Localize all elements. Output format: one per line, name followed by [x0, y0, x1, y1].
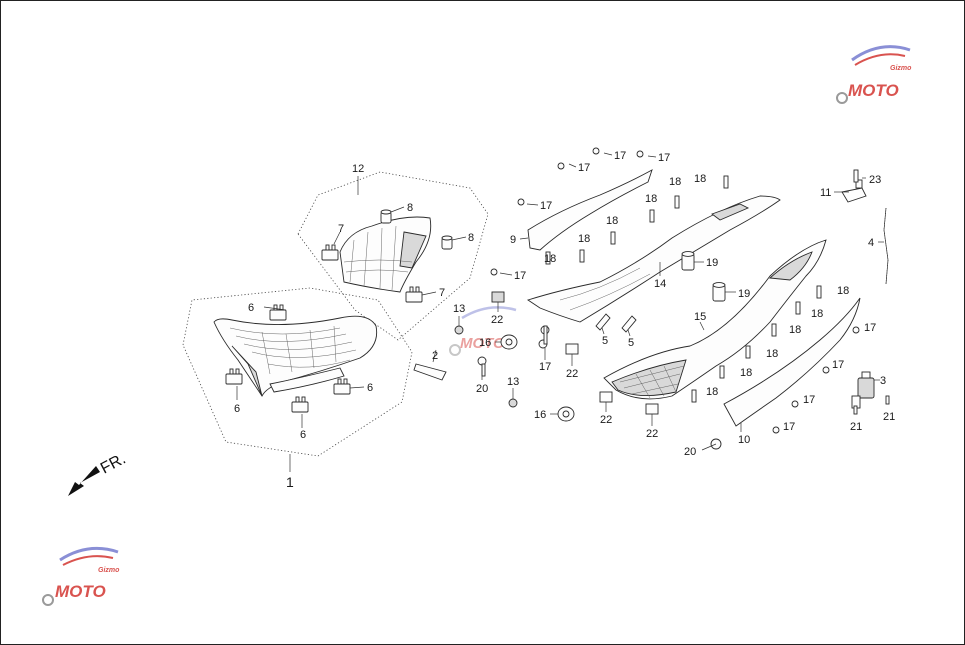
- callout-22: 22: [491, 314, 503, 326]
- callout-17: 17: [578, 162, 590, 174]
- seat-group-outline: [182, 287, 413, 457]
- callout-17: 17: [864, 322, 876, 334]
- callout-18: 18: [837, 285, 849, 297]
- callout-labels: 1 2 3 4 5 5 6 6 6 6 7 7 8 8 9 10 11 12 1…: [234, 150, 895, 490]
- under-seat-cover: [526, 195, 781, 323]
- seat-latch: [851, 371, 875, 409]
- bumper-6c: [291, 396, 309, 413]
- seat-lock-cable: [883, 207, 889, 285]
- callout-18: 18: [694, 173, 706, 185]
- side-molding: [723, 297, 861, 427]
- callout-22: 22: [566, 368, 578, 380]
- callout-5: 5: [628, 337, 634, 349]
- callout-18: 18: [606, 215, 618, 227]
- bumper-8a: [380, 209, 392, 224]
- callout-19: 19: [706, 257, 718, 269]
- callout-6: 6: [367, 382, 373, 394]
- callout-10: 10: [738, 434, 750, 446]
- seat-lock-cable-wind: [883, 207, 889, 285]
- clips: [491, 291, 659, 415]
- rear-seat-cowl: [339, 216, 432, 293]
- callout-19: 19: [738, 288, 750, 300]
- bumper-6b: [225, 368, 243, 385]
- watermark-logo-center: MOTO: [449, 306, 517, 356]
- watermark-text: MOTO: [848, 81, 899, 100]
- callout-18: 18: [766, 348, 778, 360]
- callout-9: 9: [510, 234, 516, 246]
- left-frame-cover: [527, 169, 653, 251]
- callout-14: 14: [654, 278, 666, 290]
- front-direction-label: FR.: [98, 450, 129, 477]
- callout-15: 15: [694, 311, 706, 323]
- callout-18: 18: [578, 233, 590, 245]
- leader-lines: [236, 152, 884, 472]
- callout-20: 20: [476, 383, 488, 395]
- callout-13: 13: [507, 376, 519, 388]
- right-side-cover: [603, 239, 827, 400]
- callout-17: 17: [539, 361, 551, 373]
- callout-7: 7: [439, 287, 445, 299]
- callout-16: 16: [479, 337, 491, 349]
- callout-4: 4: [868, 237, 874, 249]
- watermark-subtext: Gizmo: [890, 65, 912, 72]
- callout-18: 18: [811, 308, 823, 320]
- callout-11: 11: [820, 187, 831, 199]
- watermark-logo-top-right: MOTO Gizmo: [836, 45, 912, 104]
- bumper-7b: [405, 286, 423, 303]
- callout-6: 6: [300, 429, 306, 441]
- trim-strip: [413, 363, 447, 381]
- callout-6: 6: [234, 403, 240, 415]
- callout-23: 23: [869, 174, 881, 186]
- watermark-text: MOTO: [55, 582, 106, 601]
- callout-21: 21: [850, 421, 862, 433]
- bumper-8b: [441, 235, 453, 250]
- seat-bumpers: [225, 209, 453, 413]
- callout-17: 17: [783, 421, 795, 433]
- bumper-6a: [269, 304, 287, 321]
- callout-18: 18: [544, 253, 556, 265]
- fasteners: [477, 147, 890, 450]
- seat-assembly: [213, 315, 378, 397]
- callout-16: 16: [534, 409, 546, 421]
- watermark-subtext: Gizmo: [98, 567, 120, 574]
- callout-17: 17: [540, 200, 552, 212]
- callout-8: 8: [407, 202, 413, 214]
- callout-7: 7: [338, 223, 344, 235]
- watermark-text: MOTO: [460, 335, 505, 352]
- callout-18: 18: [789, 324, 801, 336]
- callout-17: 17: [803, 394, 815, 406]
- callout-18: 18: [706, 386, 718, 398]
- callout-18: 18: [669, 176, 681, 188]
- callout-21: 21: [883, 411, 895, 423]
- seat-lock-hook: [841, 179, 867, 203]
- callout-22: 22: [600, 414, 612, 426]
- callout-17: 17: [832, 359, 844, 371]
- callout-8: 8: [468, 232, 474, 244]
- rubber-spacers: [681, 251, 726, 302]
- callout-3: 3: [880, 375, 886, 387]
- callout-13: 13: [453, 303, 465, 315]
- callout-6: 6: [248, 302, 254, 314]
- callout-2: 2: [432, 350, 438, 362]
- callout-18: 18: [645, 193, 657, 205]
- callout-1: 1: [286, 474, 294, 490]
- callout-17: 17: [514, 270, 526, 282]
- front-direction-arrow: FR.: [68, 450, 129, 496]
- callout-20: 20: [684, 446, 696, 458]
- callout-12: 12: [352, 163, 364, 175]
- callout-17: 17: [658, 152, 670, 164]
- callout-18: 18: [740, 367, 752, 379]
- watermark-logo-bottom-left: MOTO Gizmo: [42, 546, 120, 606]
- callout-17: 17: [614, 150, 626, 162]
- callout-22: 22: [646, 428, 658, 440]
- bumper-6d: [333, 378, 351, 395]
- bumper-7a: [321, 244, 339, 261]
- callout-5: 5: [602, 335, 608, 347]
